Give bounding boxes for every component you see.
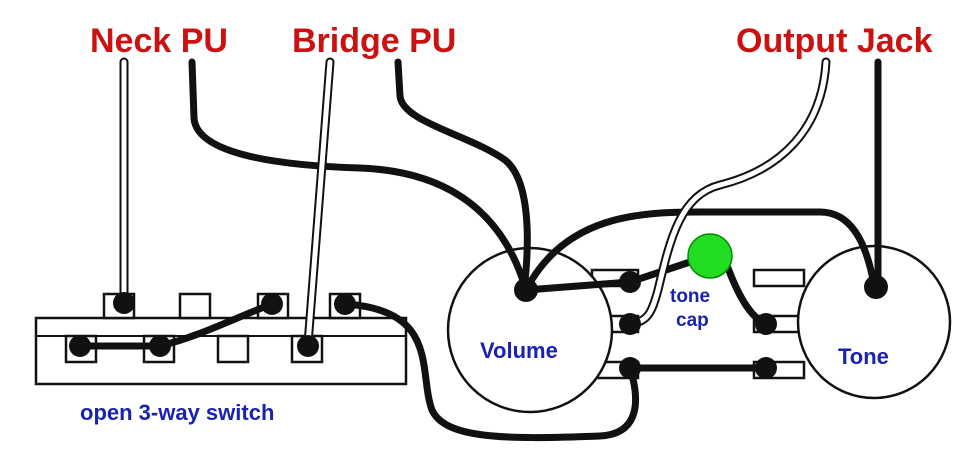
neck-pu-wire (188, 58, 530, 294)
volume-to-tone-wire (522, 208, 878, 294)
solder-joint (113, 292, 135, 314)
solder-joint (334, 293, 356, 315)
solder-joint (619, 357, 641, 379)
solder-joint (619, 271, 641, 293)
tone-cap-label-line2: cap (676, 310, 709, 331)
pot-lug (752, 268, 806, 288)
solder-joint (755, 313, 777, 335)
bridge-pu-wire (394, 58, 531, 294)
switch-lug (216, 334, 250, 364)
switch-to-volume-wire (341, 300, 639, 442)
tone-cap-label-line1: tone (670, 286, 710, 307)
solder-joint (261, 293, 283, 315)
switch-cross-wire (156, 300, 276, 350)
solder-joint (297, 335, 319, 357)
bridge-pu-heading: Bridge PU (292, 22, 456, 60)
white-wires (119, 57, 831, 349)
solder-joint (69, 335, 91, 357)
volume-pot (446, 246, 614, 414)
solder-joint (619, 313, 641, 335)
switch-lug (178, 292, 212, 320)
neck-pu-heading: Neck PU (90, 22, 228, 60)
tone-capacitor (687, 233, 733, 279)
volume-label: Volume (480, 338, 558, 363)
volume-wiper-wire (522, 278, 634, 294)
solder-joint (864, 275, 888, 299)
tone-label: Tone (838, 344, 889, 369)
output-jack-heading: Output Jack (736, 22, 933, 60)
solder-joint (514, 278, 538, 302)
tone-pot (796, 244, 952, 400)
solder-joint (755, 357, 777, 379)
solder-joints (69, 271, 888, 379)
switch-label: open 3-way switch (80, 400, 274, 425)
solder-joint (149, 335, 171, 357)
